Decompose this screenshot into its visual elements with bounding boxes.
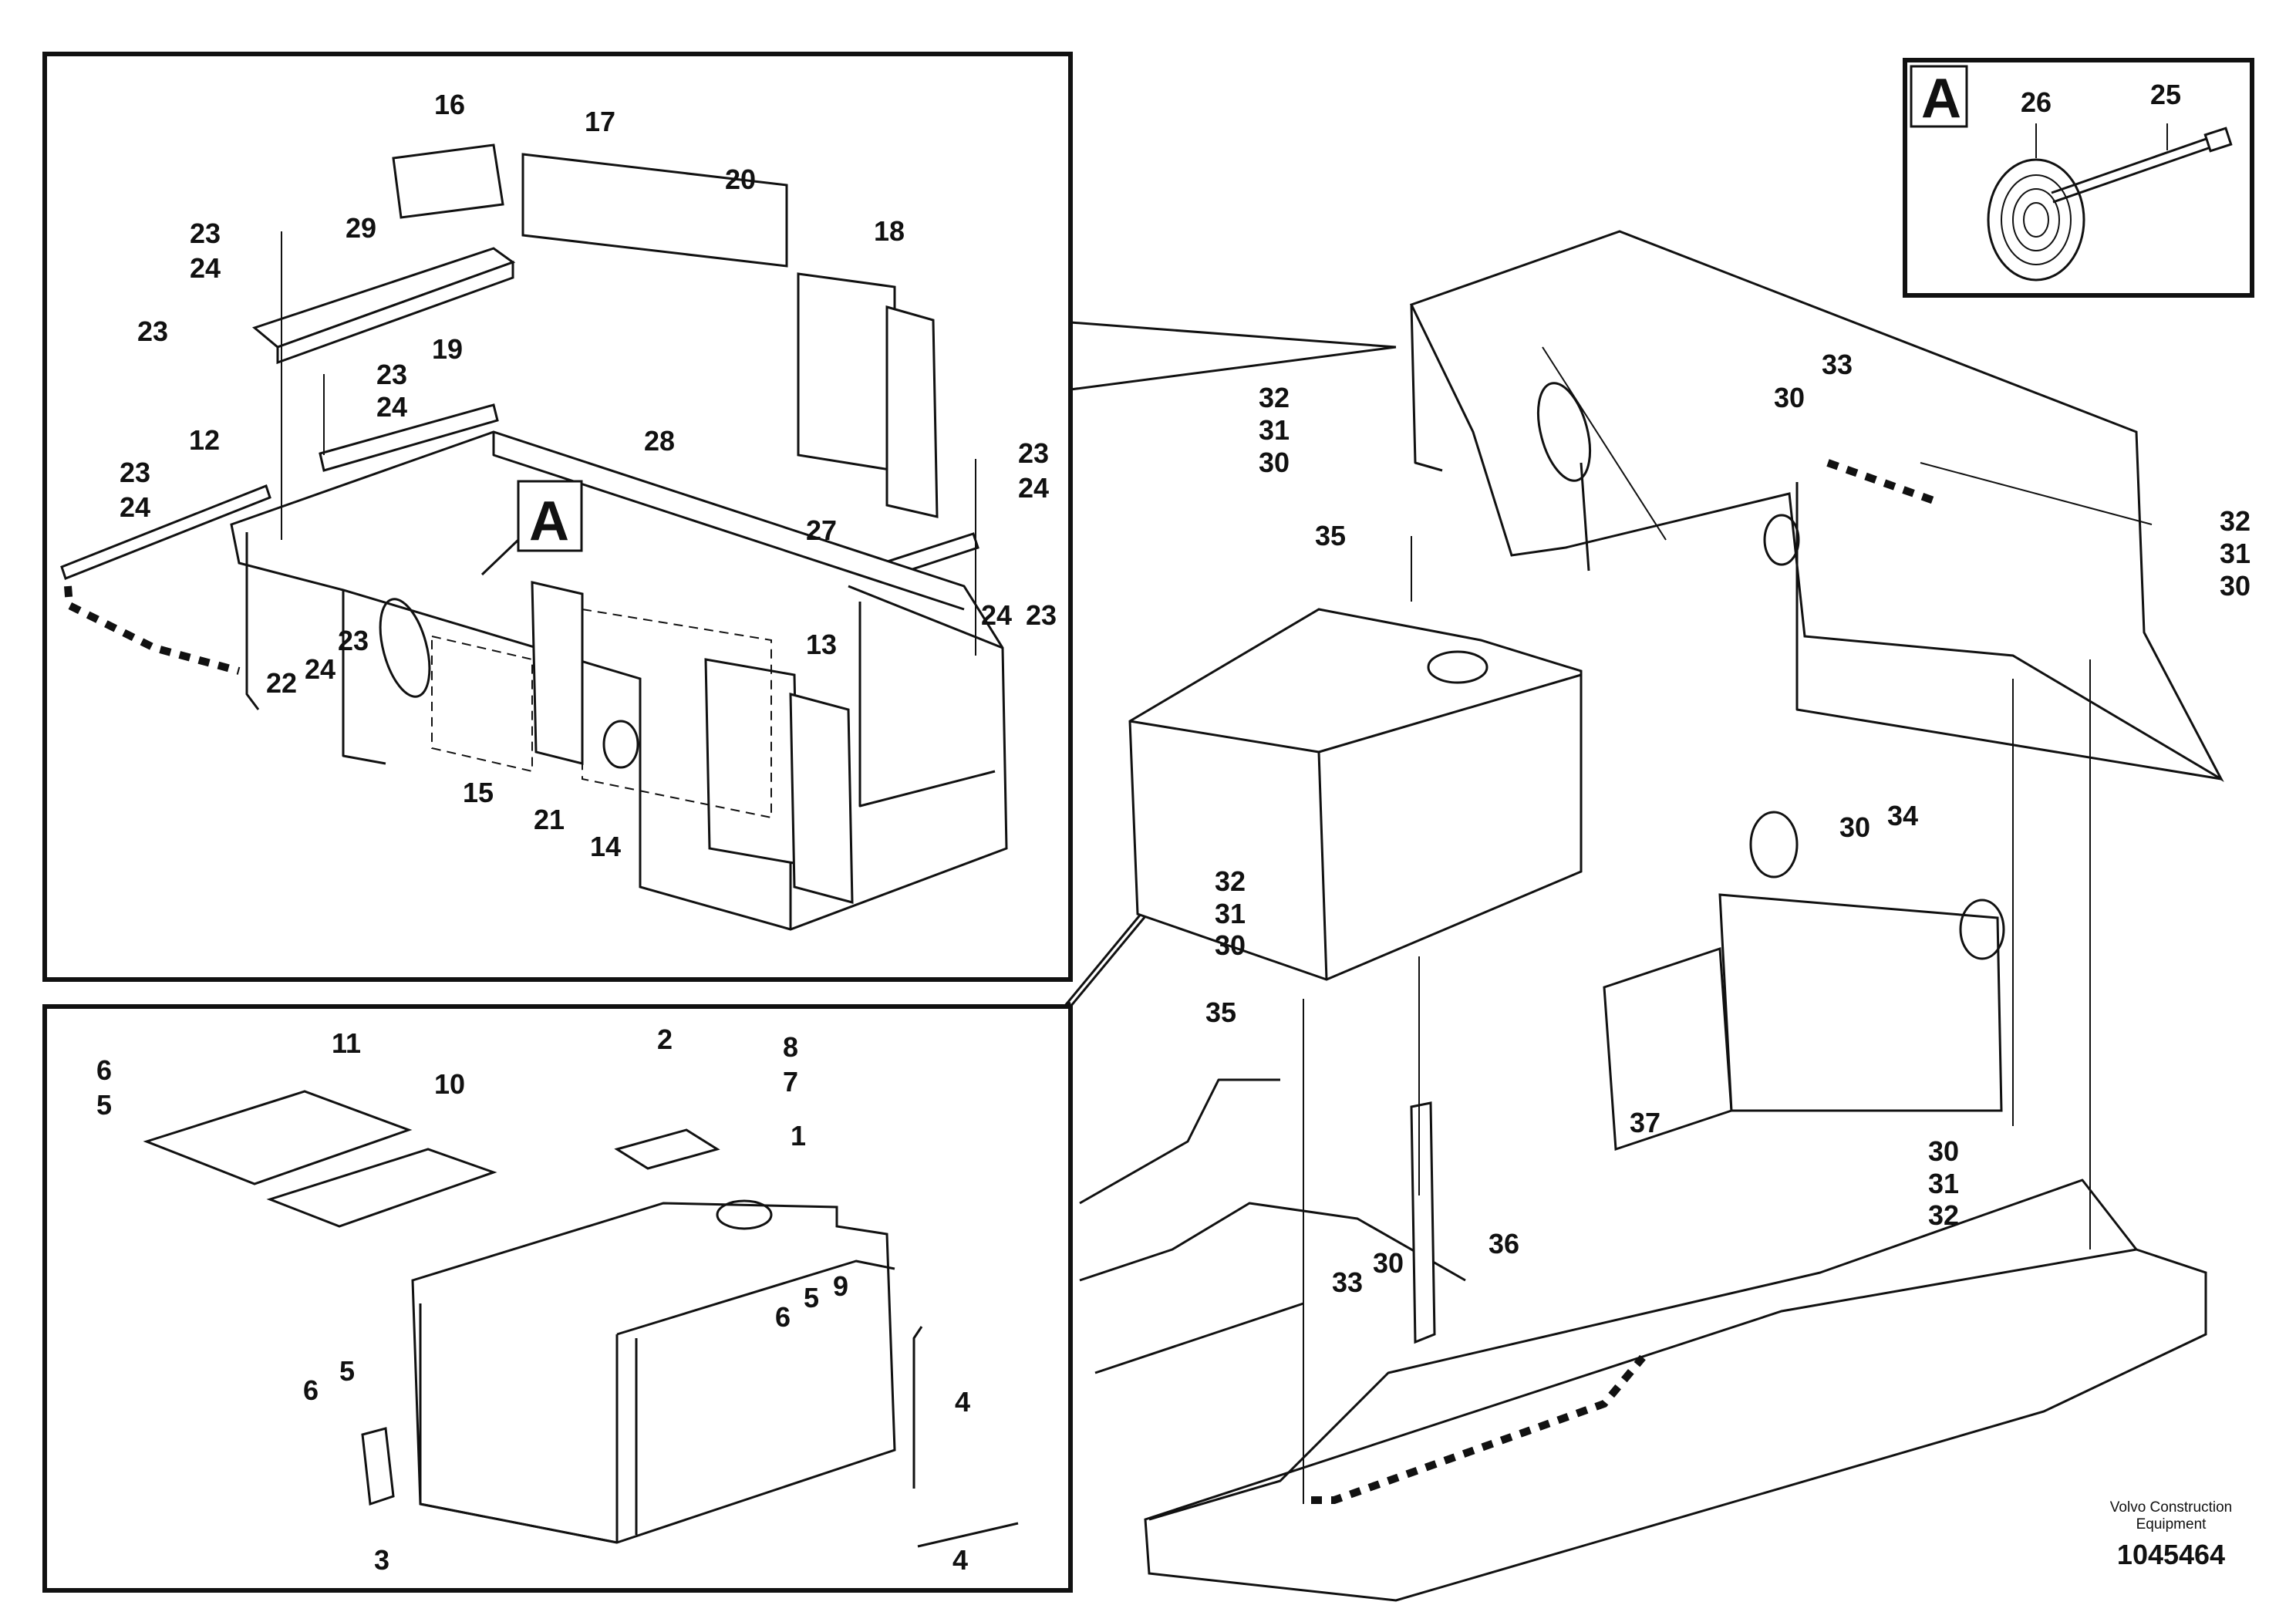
callout-24f: 24 [981, 599, 1012, 631]
callout-30e: 30 [1215, 929, 1246, 961]
callout-35a: 35 [1315, 520, 1346, 551]
callout-6c: 6 [303, 1374, 319, 1406]
callout-23a: 23 [190, 218, 221, 249]
callout-33a: 33 [1822, 349, 1853, 380]
callout-33b: 33 [1332, 1266, 1363, 1298]
brand-line-1: Volvo Construction [2109, 1499, 2233, 1516]
callout-4a: 4 [955, 1386, 970, 1418]
callout-31c: 31 [1215, 898, 1246, 929]
callout-2: 2 [657, 1023, 673, 1055]
callout-14: 14 [590, 831, 621, 862]
callout-18: 18 [874, 215, 905, 247]
callout-17: 17 [585, 106, 615, 137]
callout-31d: 31 [1928, 1168, 1959, 1199]
callout-29: 29 [346, 212, 376, 244]
callout-4b: 4 [952, 1544, 968, 1576]
callout-30b: 30 [1774, 382, 1805, 413]
callout-31b: 31 [2220, 538, 2250, 569]
callout-24-extra: 24 [305, 653, 335, 685]
connector-line-top-2 [1069, 346, 1397, 980]
callout-21: 21 [534, 804, 565, 835]
callout-5a: 5 [96, 1089, 112, 1121]
callout-24d: 24 [120, 491, 150, 523]
callout-labels: 16 17 20 18 23 29 24 23 24 23 19 24 12 2… [96, 79, 2250, 1576]
detail-a-letter: A [1921, 68, 1961, 130]
connector-line-bottom [1069, 902, 1158, 1007]
callout-10: 10 [434, 1068, 465, 1100]
callout-15: 15 [463, 777, 494, 808]
callout-30g: 30 [1373, 1247, 1404, 1279]
bottom-left-exploded-view [143, 1090, 1019, 1548]
callout-13: 13 [806, 629, 837, 660]
detail-a-marker-letter: A [529, 491, 569, 552]
callout-30a: 30 [1259, 447, 1290, 478]
callout-23b: 23 [137, 315, 168, 347]
callout-6b: 6 [775, 1301, 791, 1333]
callout-36: 36 [1489, 1228, 1519, 1259]
callout-37: 37 [1630, 1107, 1660, 1138]
callout-20: 20 [725, 164, 756, 195]
callout-30f: 30 [1928, 1135, 1959, 1167]
connector-line-top [1070, 321, 1397, 349]
callout-24e: 24 [1018, 472, 1049, 504]
detail-a-box: A [1910, 65, 2233, 282]
callout-8: 8 [783, 1031, 798, 1063]
callout-32b: 32 [2220, 505, 2250, 537]
callout-35b: 35 [1205, 996, 1236, 1028]
callout-23e: 23 [1018, 437, 1049, 469]
brand-label: Volvo Construction Equipment [2082, 1499, 2260, 1533]
callout-34: 34 [1887, 800, 1918, 831]
top-left-exploded-view [60, 143, 1008, 931]
callout-5b: 5 [804, 1282, 819, 1313]
detail-a-marker [517, 480, 583, 552]
main-isometric-view [1079, 230, 2224, 1602]
callout-23g: 23 [338, 625, 369, 656]
callout-31a: 31 [1259, 414, 1290, 446]
callout-1: 1 [791, 1120, 806, 1152]
callout-16: 16 [434, 89, 465, 120]
callout-23d: 23 [120, 457, 150, 488]
callout-6a: 6 [96, 1054, 112, 1086]
callout-22: 22 [266, 667, 297, 699]
callout-32a: 32 [1259, 382, 1290, 413]
callout-12: 12 [189, 424, 220, 456]
drawing-number: 1045464 [2116, 1539, 2226, 1570]
callout-5c: 5 [339, 1355, 355, 1387]
callout-25: 25 [2150, 79, 2181, 110]
callout-30d: 30 [1839, 811, 1870, 843]
callout-28: 28 [644, 425, 675, 457]
callout-27: 27 [806, 514, 837, 546]
callout-24a: 24 [190, 252, 221, 284]
callout-7: 7 [783, 1066, 798, 1098]
callout-32d: 32 [1928, 1199, 1959, 1231]
callout-23c: 23 [376, 359, 407, 390]
brand-line-2: Equipment [2136, 1516, 2207, 1533]
callout-24c: 24 [376, 391, 407, 423]
callout-30c: 30 [2220, 570, 2250, 602]
callout-11: 11 [332, 1027, 361, 1059]
callout-9: 9 [833, 1270, 848, 1302]
callout-3: 3 [374, 1544, 389, 1576]
callout-19: 19 [432, 333, 463, 365]
callout-26: 26 [2021, 86, 2052, 118]
callout-23f: 23 [1026, 599, 1057, 631]
callout-32c: 32 [1215, 865, 1246, 897]
